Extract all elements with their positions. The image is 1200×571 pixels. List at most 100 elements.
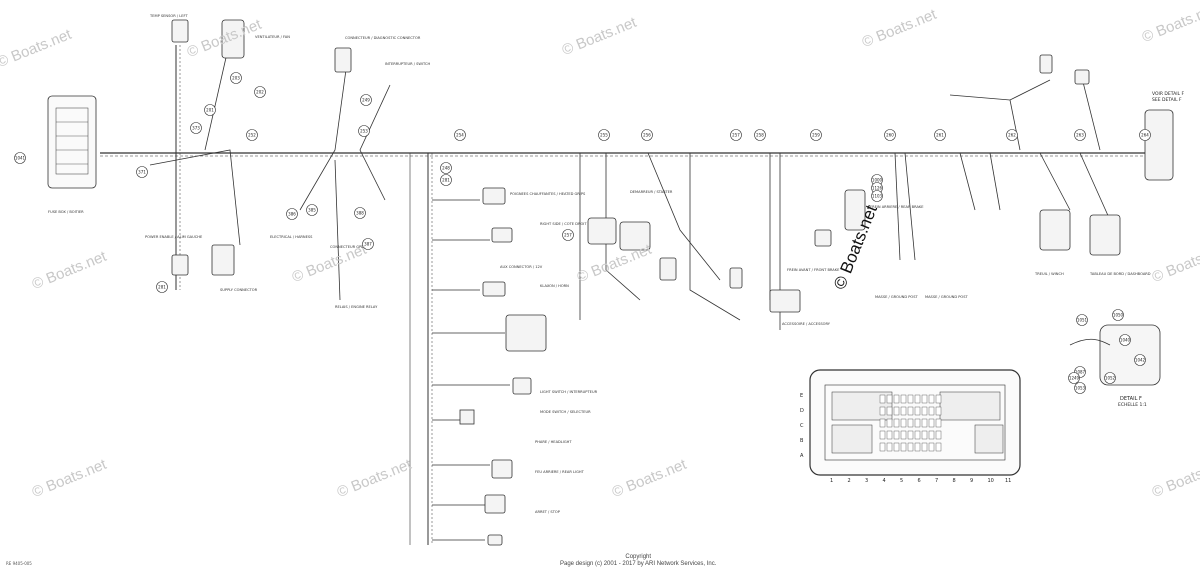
fuse-slot [893, 442, 900, 452]
label-switch: INTERRUPTEUR / SWITCH [385, 62, 431, 66]
fuse-slot [914, 430, 921, 440]
fuse-slot [914, 394, 921, 404]
callout-number: 1249 [1069, 376, 1080, 381]
callout-number: 1042 [1135, 358, 1146, 363]
callout-c253: 253 [358, 125, 370, 137]
fuse-slot [921, 394, 928, 404]
label-fan: VENTILATEUR / FAN [255, 35, 290, 39]
fuse-slot [907, 394, 914, 404]
callout-number: 385 [308, 208, 316, 213]
callout-c385: 385 [306, 204, 318, 216]
copyright: Copyright Page design (c) 2001 - 2017 by… [560, 554, 716, 568]
fuse-slot [879, 394, 886, 404]
callout-c1042: 1042 [1134, 354, 1146, 366]
callout-c281b: 281 [440, 174, 452, 186]
fuse-slot [935, 430, 942, 440]
fuse-slot [893, 430, 900, 440]
callout-number: 388 [356, 211, 364, 216]
callout-c260: 260 [884, 129, 896, 141]
callout-c257: 257 [730, 129, 742, 141]
fuse-slot [928, 418, 935, 428]
callout-number: 1050 [1113, 313, 1124, 318]
fuse-row-label: E [800, 393, 803, 399]
copyright-title: Copyright [625, 554, 652, 560]
callout-number: 281 [442, 178, 450, 183]
callout-c1040: 1040 [1119, 334, 1131, 346]
fuse-column-label: 8 [953, 478, 956, 484]
label-aux: AUX CONNECTOR / 12V [500, 265, 543, 269]
callout-c1249: 1249 [1068, 372, 1080, 384]
detail-fuse-scale: ECHELLE 1:1 [1118, 402, 1147, 408]
callout-c252: 252 [246, 129, 258, 141]
fuse-slot [886, 394, 893, 404]
fuse-slot [893, 418, 900, 428]
callout-c264: 264 [1139, 129, 1151, 141]
callout-c386: 386 [286, 208, 298, 220]
fuse-slot [921, 442, 928, 452]
callout-c373: 373 [190, 122, 202, 134]
fuse-slot [907, 406, 914, 416]
fuse-slot [893, 406, 900, 416]
label-relay: RELAIS / ENGINE RELAY [335, 305, 378, 309]
fuse-column-label: 2 [848, 478, 851, 484]
callout-number: 371 [138, 170, 146, 175]
detail-fuse-title: DETAIL F [1120, 396, 1142, 402]
callout-number: 261 [936, 133, 944, 138]
callout-c254: 254 [454, 129, 466, 141]
fuse-slot [886, 430, 893, 440]
label-fuse-box: FUSE BOX / BOITIER [48, 210, 84, 214]
callout-c1053: 1053 [1074, 382, 1086, 394]
callout-c1051: 1051 [1076, 314, 1088, 326]
label-ground-a: MASSE / GROUND POST [875, 295, 918, 299]
label-pwr-left: POWER ENABLE / ALIM GAUCHE [145, 235, 203, 239]
detail-see-subtitle: SEE DETAIL F [1152, 97, 1182, 103]
callout-c371: 371 [136, 166, 148, 178]
label-electrical: ELECTRICAL / HARNESS [270, 235, 313, 239]
fuse-slot [935, 394, 942, 404]
callout-c1052: 1052 [1104, 372, 1116, 384]
callout-c257b: 257 [562, 229, 574, 241]
fuse-slot [900, 430, 907, 440]
callout-number: 1041 [15, 156, 26, 161]
callout-c262: 262 [1006, 129, 1018, 141]
fuse-slot [900, 406, 907, 416]
callout-c248: 248 [440, 162, 452, 174]
callout-c281: 281 [156, 281, 168, 293]
callout-c1041: 1041 [14, 152, 26, 164]
fuse-column-label: 11 [1005, 478, 1011, 484]
callout-c249: 249 [360, 94, 372, 106]
callout-c388: 388 [354, 207, 366, 219]
callout-number: 203 [232, 76, 240, 81]
fuse-row-label: A [800, 453, 804, 459]
fuse-slot [928, 406, 935, 416]
callout-c258: 258 [754, 129, 766, 141]
callout-number: 253 [360, 129, 368, 134]
label-temp-left: TEMP SENSOR / LEFT [150, 14, 188, 18]
fuse-column-label: 10 [988, 478, 994, 484]
callout-c261: 261 [934, 129, 946, 141]
label-dash: TABLEAU DE BORD / DASHBOARD [1090, 272, 1151, 276]
fuse-row-label: D [800, 408, 804, 414]
label-right-side: RIGHT SIDE / COTE DROIT [540, 222, 587, 226]
callout-number: 264 [1141, 133, 1149, 138]
callout-number: 249 [362, 98, 370, 103]
callout-number: 1000 [872, 178, 883, 183]
label-supply: SUPPLY CONNECTOR [220, 288, 258, 292]
callout-number: 255 [600, 133, 608, 138]
label-brake-rear: FREIN ARRIERE / REAR BRAKE [870, 205, 924, 209]
fuse-slot [900, 394, 907, 404]
fuse-slot [907, 442, 914, 452]
fuse-column-label: 5 [900, 478, 903, 484]
callout-c387: 387 [362, 238, 374, 250]
callout-c1126: 1126 [871, 182, 883, 194]
fuse-slot [914, 406, 921, 416]
label-stop: ARRET / STOP [535, 510, 560, 514]
label-ground-b: MASSE / GROUND POST [925, 295, 968, 299]
fuse-slot [935, 406, 942, 416]
fuse-slot [928, 442, 935, 452]
fuse-row-label: B [800, 438, 804, 444]
callout-number: 1126 [872, 186, 883, 191]
callout-c255: 255 [598, 129, 610, 141]
